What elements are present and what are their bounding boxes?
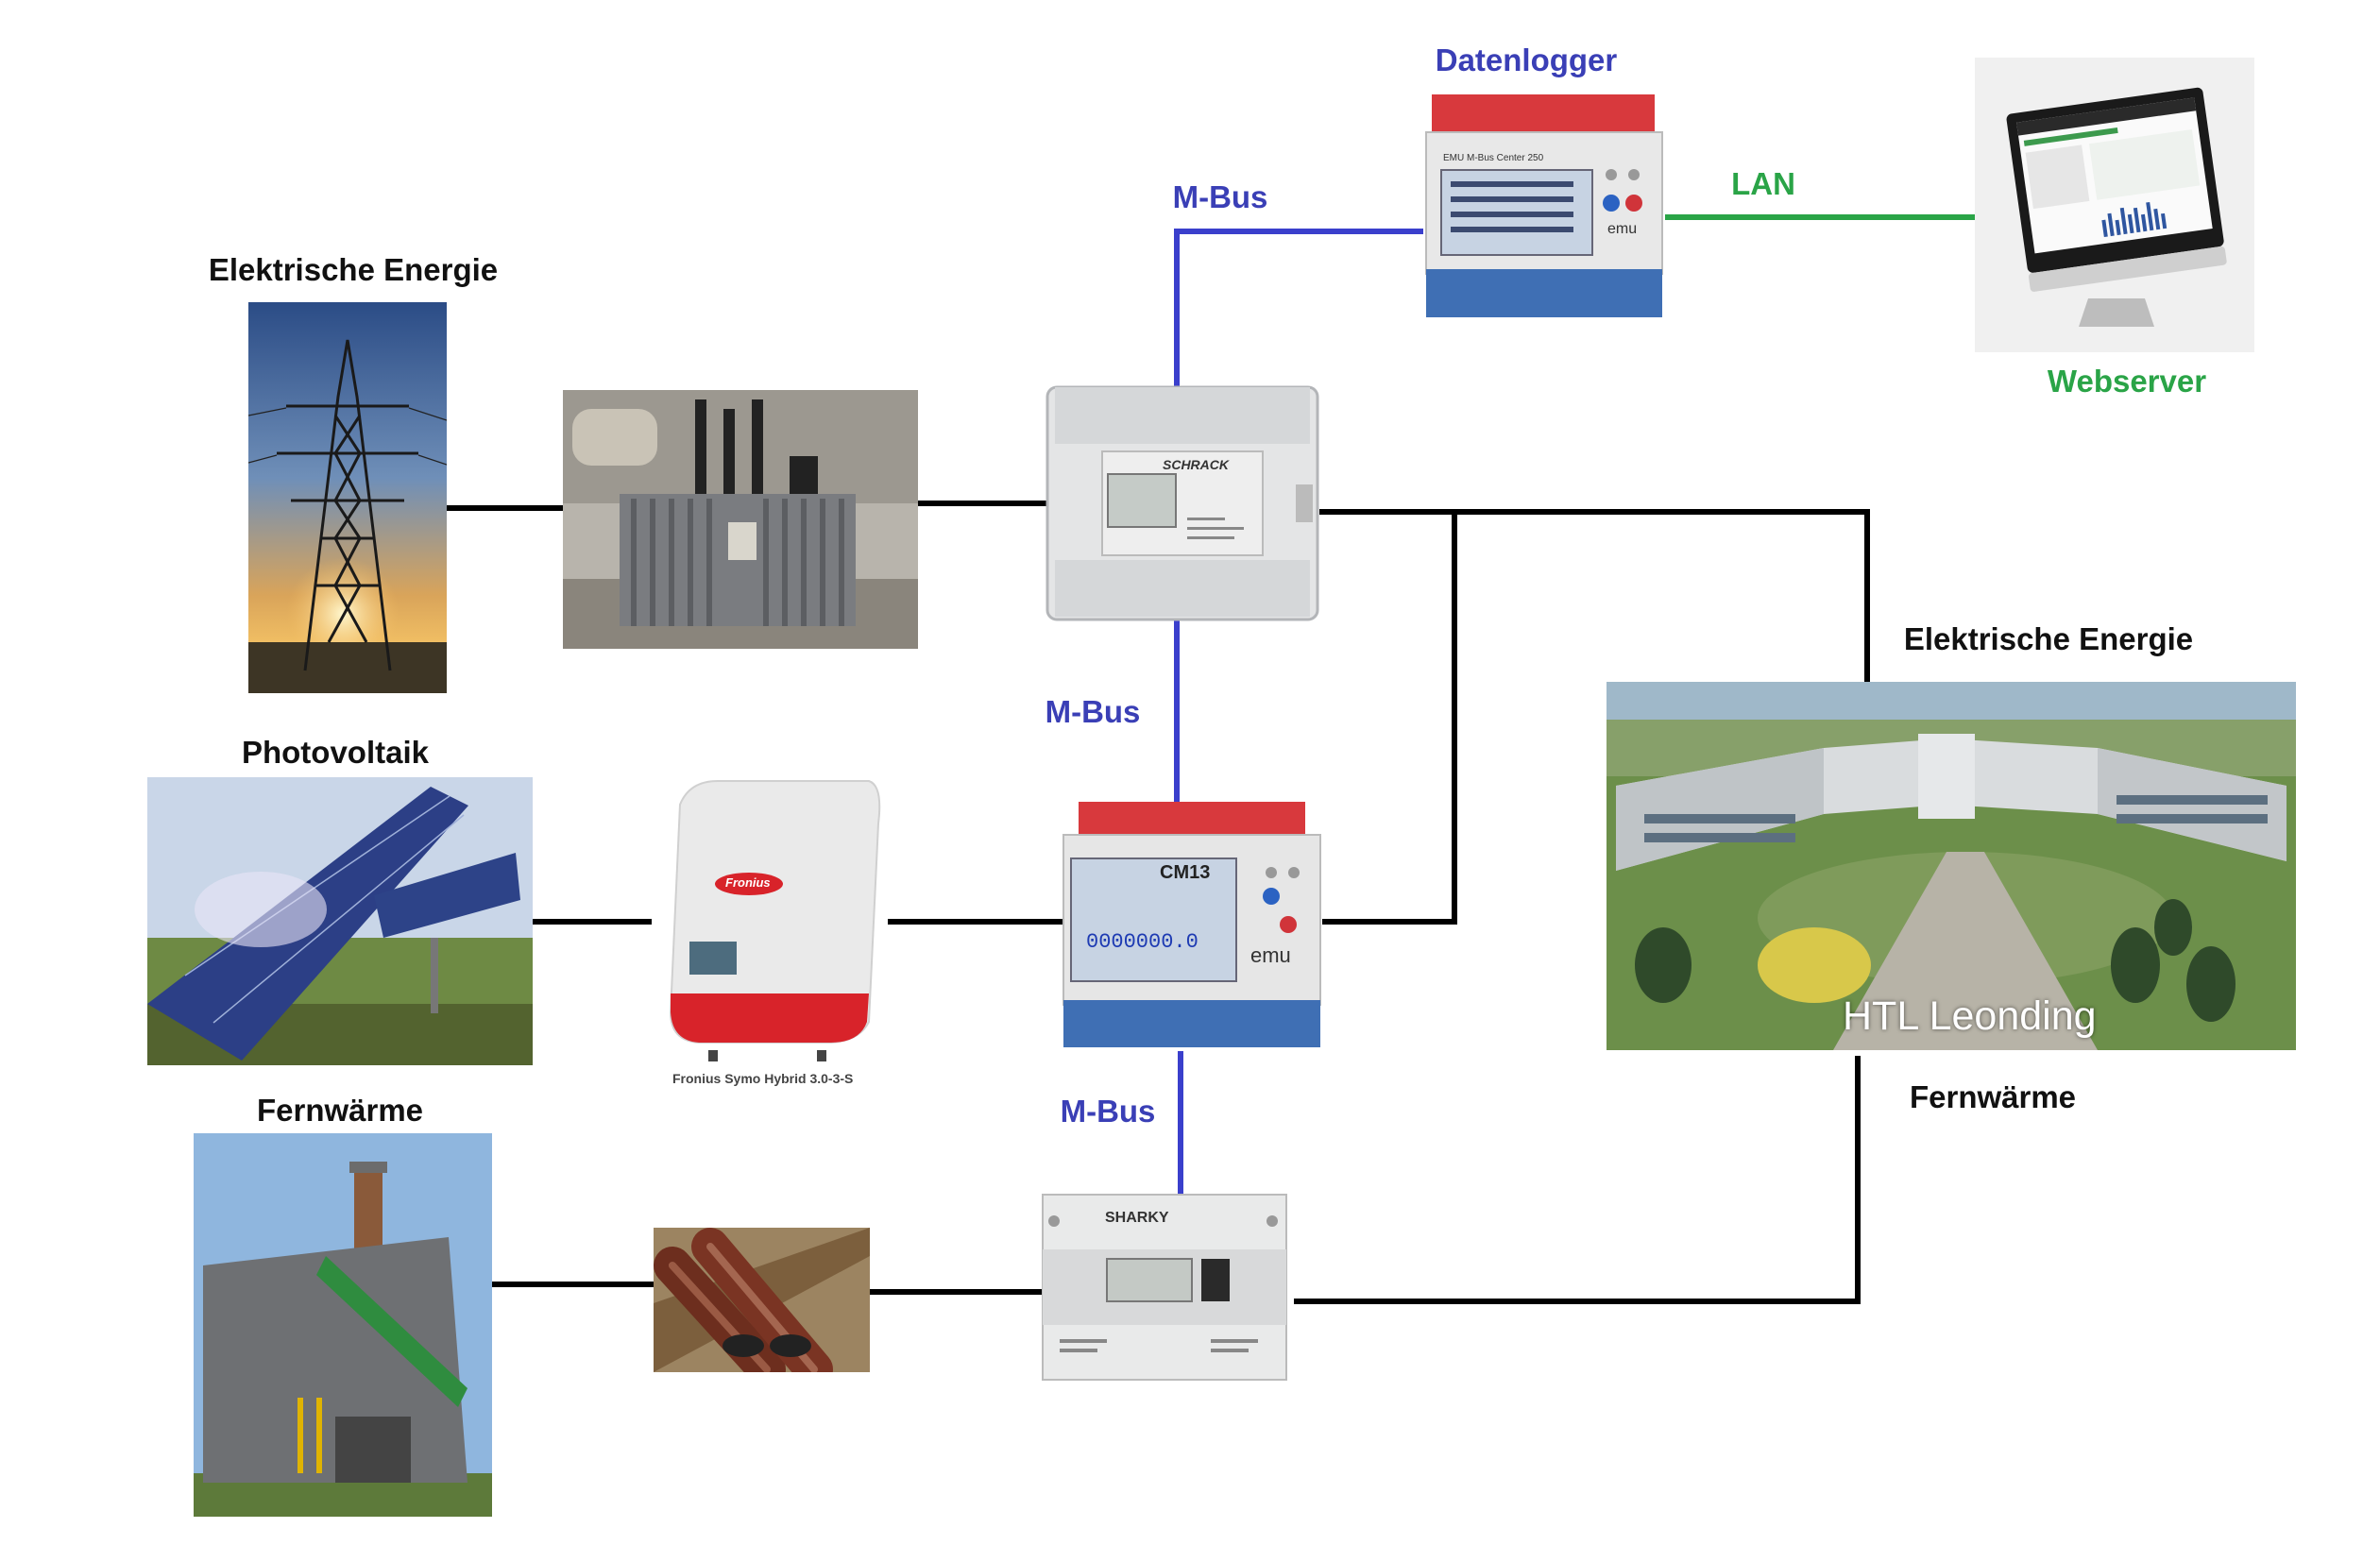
pv-label: Photovoltaik [241, 735, 430, 770]
sharky-brand: SHARKY [1105, 1210, 1169, 1226]
line-sharky-school [1294, 1056, 1861, 1304]
mbus-label-1: M-Bus [1172, 179, 1268, 214]
emu-meter: CM13 0000000.0 emu [1062, 802, 1322, 1047]
webserver-image [1975, 58, 2254, 352]
inverter-image: Fronius [652, 776, 888, 1069]
sharky-meter: SHARKY [1041, 1193, 1288, 1382]
school-caption: HTL Leonding [1843, 993, 2097, 1039]
heat-plant-image [194, 1133, 492, 1517]
school-label-top: Elektrische Energie [1903, 621, 2194, 656]
inverter-brand: Fronius [725, 875, 771, 890]
schrack-brand: SCHRACK [1163, 457, 1229, 472]
school-label-bottom: Fernwärme [1909, 1079, 2077, 1114]
school-image: HTL Leonding [1606, 682, 2296, 1050]
line-emu-branch [1322, 513, 1457, 925]
line-meter-school [1319, 509, 1870, 687]
emu-display-value: 0000000.0 [1086, 930, 1198, 954]
mbus-label-2: M-Bus [1045, 694, 1141, 729]
datalogger-device-text: EMU M-Bus Center 250 [1443, 153, 1544, 163]
line-mbus-logger [1174, 229, 1423, 390]
datalogger-label: Datenlogger [1435, 42, 1618, 77]
pylon-label: Elektrische Energie [208, 252, 499, 287]
power-pylon-image [248, 302, 447, 693]
datalogger-brand: emu [1607, 221, 1638, 237]
inverter-caption: Fronius Symo Hybrid 3.0-3-S [672, 1071, 854, 1086]
webserver-label: Webserver [2047, 364, 2207, 399]
datalogger-device: EMU M-Bus Center 250 emu [1422, 94, 1666, 317]
heat-plant-label: Fernwärme [256, 1093, 424, 1128]
mbus-label-3: M-Bus [1060, 1094, 1156, 1129]
solar-panel-image [147, 777, 533, 1065]
emu-brand: emu [1250, 943, 1291, 967]
district-heating-pipe-image [654, 1228, 870, 1372]
schrack-meter: SCHRACK [1046, 385, 1319, 621]
transformer-image [563, 390, 918, 649]
lan-label: LAN [1731, 166, 1795, 201]
emu-model: CM13 [1160, 862, 1211, 883]
